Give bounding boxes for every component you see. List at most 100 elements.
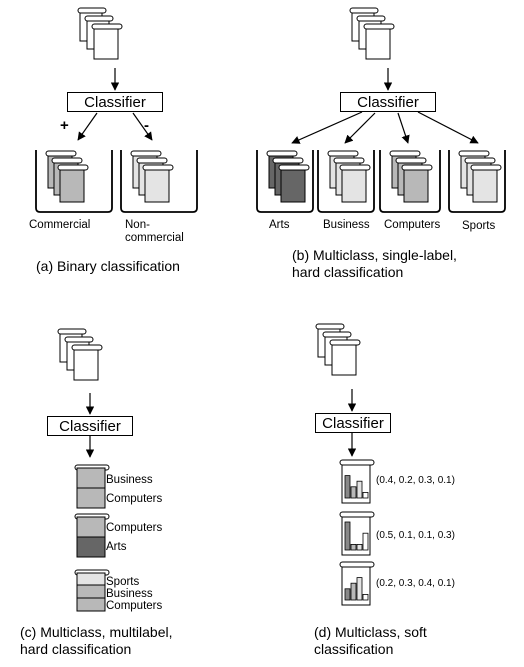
score-bar-1-2 bbox=[350, 486, 357, 499]
caption-c: (c) Multiclass, multilabel, hard classif… bbox=[20, 624, 173, 657]
label-band-computers bbox=[76, 487, 106, 509]
scroll-roll bbox=[84, 15, 114, 22]
category-bin bbox=[256, 150, 314, 213]
score-bar-1-4 bbox=[362, 491, 369, 499]
scroll-roll bbox=[458, 150, 490, 157]
negative-sign: - bbox=[144, 117, 149, 134]
label-band-business bbox=[76, 467, 106, 489]
scroll-sheet bbox=[73, 347, 99, 381]
bin-outline bbox=[317, 150, 375, 213]
panel-b-graphics bbox=[256, 7, 506, 213]
document-scroll bbox=[71, 344, 103, 381]
panel-d-classifier-box: Classifier bbox=[315, 413, 391, 433]
bin-label-computers: Computers bbox=[384, 219, 441, 231]
caption-d: (d) Multiclass, soft classification bbox=[314, 624, 427, 657]
caption-a: (a) Binary classification bbox=[36, 258, 180, 274]
scroll-sheet bbox=[331, 342, 357, 376]
document-scroll bbox=[339, 459, 375, 504]
document-scroll bbox=[142, 164, 174, 203]
category-bin bbox=[448, 150, 506, 213]
doc1-label-computers: Computers bbox=[106, 493, 163, 505]
doc2-label-arts: Arts bbox=[106, 541, 127, 553]
score-bar-2-3 bbox=[356, 544, 363, 551]
positive-sign: + bbox=[60, 117, 69, 134]
scroll-sheet bbox=[93, 26, 119, 60]
label-band-business bbox=[76, 584, 106, 599]
doc3-label-sports: Sports bbox=[106, 576, 140, 588]
classifier-label: Classifier bbox=[84, 94, 146, 111]
scroll-sheet bbox=[144, 167, 170, 203]
category-bin bbox=[35, 150, 113, 213]
scroll-roll bbox=[278, 164, 310, 171]
document-scroll bbox=[329, 339, 361, 376]
scroll-roll bbox=[136, 157, 168, 164]
arrow bbox=[417, 111, 479, 144]
scroll-roll bbox=[464, 157, 496, 164]
document-scroll bbox=[339, 164, 371, 203]
scroll-roll bbox=[363, 23, 395, 30]
label-band-arts bbox=[76, 536, 106, 558]
scroll-roll bbox=[51, 157, 83, 164]
scroll-sheet bbox=[280, 167, 306, 203]
scroll-roll bbox=[329, 339, 361, 346]
scroll-roll bbox=[71, 344, 103, 351]
scroll-roll bbox=[272, 157, 304, 164]
scroll-roll bbox=[339, 561, 375, 568]
scroll-roll bbox=[333, 157, 365, 164]
document-scroll bbox=[278, 164, 310, 203]
scroll-roll bbox=[77, 7, 107, 14]
panel-a-graphics bbox=[35, 7, 198, 213]
document-scroll bbox=[74, 569, 110, 612]
classifier-label: Classifier bbox=[322, 415, 384, 432]
bin-label-business: Business bbox=[323, 219, 370, 231]
score-bar-3-4 bbox=[362, 594, 369, 601]
score-label-2: (0.5, 0.1, 0.1, 0.3) bbox=[376, 530, 455, 541]
score-bar-1-1 bbox=[344, 475, 351, 499]
document-scroll bbox=[363, 23, 395, 60]
scroll-roll bbox=[339, 459, 375, 466]
score-label-1: (0.4, 0.2, 0.3, 0.1) bbox=[376, 475, 455, 486]
doc3-label-computers: Computers bbox=[106, 600, 163, 612]
bin-outline bbox=[448, 150, 506, 213]
scroll-roll bbox=[57, 164, 89, 171]
document-scroll bbox=[339, 511, 375, 556]
document-scroll bbox=[74, 513, 110, 558]
arrow bbox=[344, 112, 376, 144]
scroll-roll bbox=[356, 15, 386, 22]
scroll-roll bbox=[91, 23, 123, 30]
score-bar-3-1 bbox=[344, 588, 351, 601]
document-scroll bbox=[339, 561, 375, 606]
classifier-label: Classifier bbox=[59, 418, 121, 435]
scroll-roll bbox=[142, 164, 174, 171]
classifier-label: Classifier bbox=[357, 94, 419, 111]
bin-label-sports: Sports bbox=[462, 220, 496, 232]
scroll-roll bbox=[64, 336, 94, 343]
scroll-roll bbox=[45, 150, 77, 157]
arrow bbox=[77, 112, 98, 141]
bin-outline bbox=[256, 150, 314, 213]
bin-label-commercial: Commercial bbox=[29, 219, 91, 231]
scroll-roll bbox=[470, 164, 502, 171]
scroll-roll bbox=[322, 331, 352, 338]
scroll-roll bbox=[327, 150, 359, 157]
category-bin bbox=[379, 150, 441, 213]
bin-outline bbox=[35, 150, 113, 213]
score-label-3: (0.2, 0.3, 0.4, 0.1) bbox=[376, 578, 455, 589]
label-band-computers bbox=[76, 597, 106, 612]
document-scroll bbox=[57, 164, 89, 203]
score-bar-3-3 bbox=[356, 577, 363, 601]
score-bar-2-4 bbox=[362, 532, 369, 551]
document-scroll bbox=[470, 164, 502, 203]
scroll-sheet bbox=[403, 167, 429, 203]
label-band-sports bbox=[76, 572, 106, 586]
scroll-roll bbox=[339, 164, 371, 171]
document-scroll bbox=[91, 23, 123, 60]
panel-b-classifier-box: Classifier bbox=[340, 92, 436, 112]
scroll-roll bbox=[339, 511, 375, 518]
scroll-roll bbox=[57, 328, 87, 335]
scroll-roll bbox=[349, 7, 379, 14]
arrow bbox=[291, 111, 363, 144]
label-band-computers bbox=[76, 516, 106, 538]
scroll-roll bbox=[395, 157, 427, 164]
